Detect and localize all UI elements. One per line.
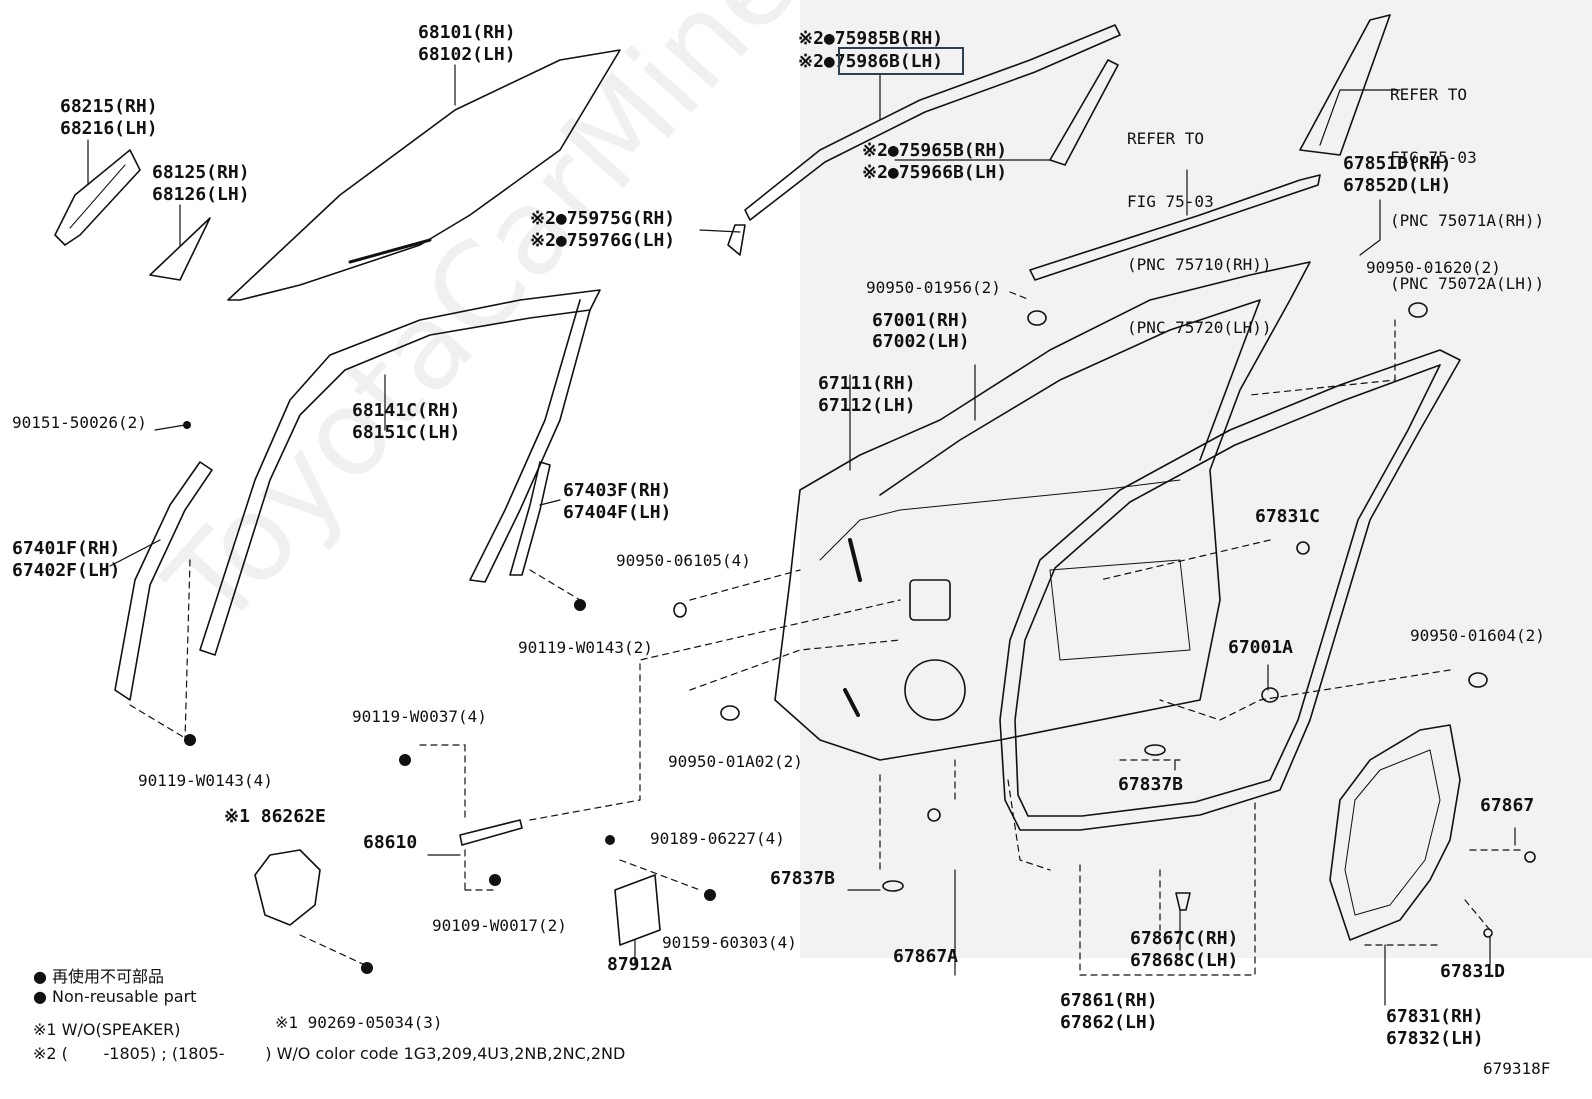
figure-id: 679318F <box>1483 1059 1551 1078</box>
refer-line-3: (PNC 75710(RH)) <box>1127 255 1272 274</box>
label-67403f[interactable]: 67403F(RH) <box>563 480 672 501</box>
label-68126[interactable]: 68126(LH) <box>152 184 250 205</box>
label-67837b-upper[interactable]: 67837B <box>1118 774 1184 795</box>
refer-line-3: (PNC 75071A(RH)) <box>1390 211 1545 230</box>
label-67831c[interactable]: 67831C <box>1255 506 1321 527</box>
quarter-glass <box>149 217 211 281</box>
label-67112[interactable]: 67112(LH) <box>818 395 916 416</box>
pillar-garnish <box>1299 14 1391 156</box>
label-68216[interactable]: 68216(LH) <box>60 118 158 139</box>
label-75985b[interactable]: ※2●75985B(RH) <box>798 28 944 49</box>
refer-line-4: (PNC 75072A(LH)) <box>1390 274 1545 293</box>
label-90109-w0017[interactable]: 90109-W0017(2) <box>432 916 567 935</box>
legend-note-2: ※2 ( -1805) ; (1805- ) W/O color code 1G… <box>33 1044 626 1063</box>
label-90950-06105[interactable]: 90950-06105(4) <box>616 551 751 570</box>
legend-non-reusable: ● Non-reusable part <box>33 987 197 1006</box>
belt-moulding <box>1029 174 1321 281</box>
refer-line-1: REFER TO <box>1390 85 1468 104</box>
leader-lines <box>87 64 1516 1006</box>
label-90119-w0037[interactable]: 90119-W0037(4) <box>352 707 487 726</box>
grommets <box>673 302 1536 938</box>
label-67002[interactable]: 67002(LH) <box>872 331 970 352</box>
door-panel <box>774 261 1311 761</box>
label-68215[interactable]: 68215(RH) <box>60 96 158 117</box>
label-67867a[interactable]: 67867A <box>893 946 959 967</box>
label-90950-01a02[interactable]: 90950-01A02(2) <box>668 752 803 771</box>
label-90119-w0143-2[interactable]: 90119-W0143(2) <box>518 638 653 657</box>
label-67401f[interactable]: 67401F(RH) <box>12 538 121 559</box>
label-68102[interactable]: 68102(LH) <box>418 44 516 65</box>
front-channel <box>114 461 213 701</box>
refer-to-block-2[interactable]: REFER TO FIG 75-03 (PNC 75071A(RH)) (PNC… <box>1390 42 1544 336</box>
label-67861[interactable]: 67861(RH) <box>1060 990 1158 1011</box>
label-90269-05034[interactable]: ※1 90269-05034(3) <box>275 1013 443 1032</box>
label-87912a[interactable]: 87912A <box>607 954 673 975</box>
label-86262e[interactable]: ※1 86262E <box>224 806 326 827</box>
refer-line-2: FIG 75-03 <box>1390 148 1477 167</box>
refer-line-2: FIG 75-03 <box>1127 192 1214 211</box>
label-68610[interactable]: 68610 <box>363 832 418 853</box>
label-67001a[interactable]: 67001A <box>1228 637 1294 658</box>
label-75966b[interactable]: ※2●75966B(LH) <box>862 162 1008 183</box>
label-67862[interactable]: 67862(LH) <box>1060 1012 1158 1033</box>
service-hole-cover <box>1329 724 1461 941</box>
label-90189-06227[interactable]: 90189-06227(4) <box>650 829 785 848</box>
label-90119-w0143-4[interactable]: 90119-W0143(4) <box>138 771 273 790</box>
rear-channel <box>509 461 551 576</box>
door-check <box>459 819 523 846</box>
label-67402f[interactable]: 67402F(LH) <box>12 560 121 581</box>
fasteners <box>183 421 716 974</box>
label-67868c[interactable]: 67868C(LH) <box>1130 950 1239 971</box>
door-weatherstrip <box>999 349 1461 831</box>
label-75976g[interactable]: ※2●75976G(LH) <box>530 230 676 251</box>
door-glass <box>227 49 621 301</box>
label-75986b[interactable]: ※2●75986B(LH) <box>798 51 944 72</box>
legend-japanese: ● 再使用不可部品 <box>33 967 165 986</box>
label-67832[interactable]: 67832(LH) <box>1386 1028 1484 1049</box>
label-67831d[interactable]: 67831D <box>1440 961 1506 982</box>
label-90950-01956[interactable]: 90950-01956(2) <box>866 278 1001 297</box>
dashed-guides <box>129 291 1521 976</box>
label-68125[interactable]: 68125(RH) <box>152 162 250 183</box>
label-68101[interactable]: 68101(RH) <box>418 22 516 43</box>
label-90151-50026[interactable]: 90151-50026(2) <box>12 413 147 432</box>
label-67001[interactable]: 67001(RH) <box>872 310 970 331</box>
label-90950-01620[interactable]: 90950-01620(2) <box>1366 258 1501 277</box>
label-67404f[interactable]: 67404F(LH) <box>563 502 672 523</box>
glass-run-channel <box>199 289 601 656</box>
label-67111[interactable]: 67111(RH) <box>818 373 916 394</box>
label-67852d[interactable]: 67852D(LH) <box>1343 175 1452 196</box>
label-75965b[interactable]: ※2●75965B(RH) <box>862 140 1008 161</box>
refer-line-4: (PNC 75720(LH)) <box>1127 318 1272 337</box>
label-90159-60303[interactable]: 90159-60303(4) <box>662 933 797 952</box>
label-68151c[interactable]: 68151C(LH) <box>352 422 461 443</box>
label-75975g[interactable]: ※2●75975G(RH) <box>530 208 676 229</box>
label-75986b-highlight <box>838 47 964 75</box>
label-67867[interactable]: 67867 <box>1480 795 1535 816</box>
bracket <box>614 874 661 946</box>
label-90950-01604[interactable]: 90950-01604(2) <box>1410 626 1545 645</box>
refer-to-block-1[interactable]: REFER TO FIG 75-03 (PNC 75710(RH)) (PNC … <box>1127 86 1272 380</box>
quarter-glass-trim <box>54 149 141 246</box>
label-67837b-lower[interactable]: 67837B <box>770 868 836 889</box>
label-68141c[interactable]: 68141C(RH) <box>352 400 461 421</box>
legend-note-1: ※1 W/O(SPEAKER) <box>33 1020 181 1039</box>
label-67831[interactable]: 67831(RH) <box>1386 1006 1484 1027</box>
speaker-cover <box>254 849 321 926</box>
refer-line-1: REFER TO <box>1127 129 1205 148</box>
label-67851d[interactable]: 67851D(RH) <box>1343 153 1452 174</box>
label-67867c[interactable]: 67867C(RH) <box>1130 928 1239 949</box>
